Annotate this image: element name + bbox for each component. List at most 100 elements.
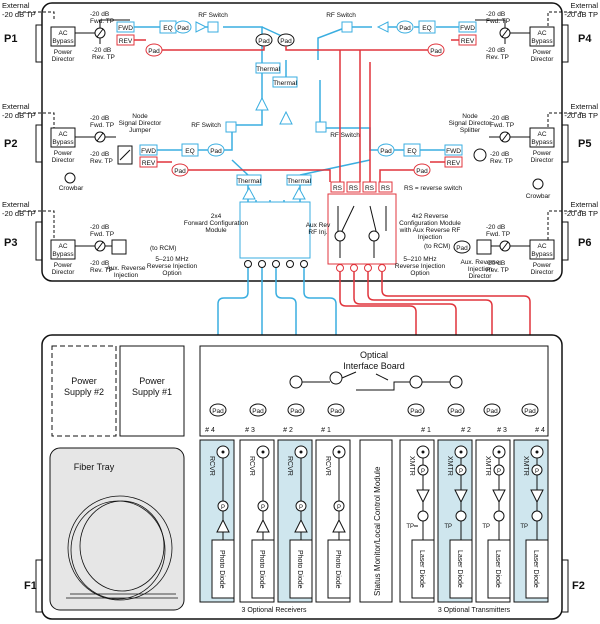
reverse-module-line4: Injection	[418, 234, 443, 241]
status-module-label: Status Monitor/Local Control Module	[373, 466, 382, 596]
eq-p4-label: EQ	[422, 25, 431, 32]
external-tp-p4-line2: -20 dB TP	[564, 10, 598, 19]
rev-injection-right-line1: 5–210 MHz	[403, 256, 436, 263]
fwd-tp-p5-line2: Fwd. TP	[490, 122, 514, 129]
board-pad-rcvr-3-label: Pad	[252, 408, 264, 415]
xmtr-1-diode: Laser Diode	[418, 550, 425, 588]
pad-rev-p4	[427, 43, 445, 57]
optical-housing: F1 F2 Power Supply #2 Power Supply #1 Fi…	[24, 334, 585, 620]
rev-module-internal	[337, 205, 387, 258]
tap-p2-wires	[75, 132, 116, 142]
rev-tp-p4-line2: Rev. TP	[486, 54, 509, 61]
pad-rev-p5	[413, 163, 431, 177]
to-rcm-right: (to RCM)	[424, 243, 450, 250]
pad-fwd-p5-label: Pad	[380, 148, 392, 155]
receiver-module-3: RCVR P Photo Diode	[239, 439, 275, 603]
power-director-p3-line2: Director	[52, 269, 76, 276]
board-pad-xmtr-1-label: Pad	[410, 408, 422, 415]
rev-box-p2-label: REV	[142, 160, 156, 167]
rf-switch-p2	[225, 121, 237, 133]
pad-fwd-p1	[174, 20, 192, 34]
rev-tp-p1-line2: Rev. TP	[92, 54, 115, 61]
fiber-coil-icon	[66, 495, 178, 601]
xmtr-2-diode: Laser Diode	[456, 550, 463, 588]
rf-switch-p1-label: RF Switch	[198, 12, 228, 19]
rev-box-p4-label: REV	[461, 38, 475, 45]
ac-bypass-p3-line2: Bypass	[52, 251, 74, 258]
rcvr-2-diode: Photo Diode	[296, 550, 303, 589]
rs-1-label: RS	[333, 185, 343, 192]
status-monitor-module	[359, 439, 393, 603]
connector-1	[244, 260, 252, 268]
connector-8	[364, 264, 372, 272]
node-jumper-line2: Signal Director	[119, 120, 162, 127]
pad-fwd-p4-label: Pad	[399, 25, 411, 32]
ac-bypass-p6	[529, 239, 555, 260]
external-tp-p1-line2: -20 dB TP	[2, 10, 36, 19]
reverse-module-line2: Configuration Module	[399, 220, 461, 227]
rf-switch-p5-label: RF Switch	[330, 132, 360, 139]
connector-3	[272, 260, 280, 268]
external-tp-p1-line1: External	[2, 1, 30, 10]
xmtr-2-p: P	[459, 469, 463, 475]
pad-center-right-label: Pad	[280, 38, 292, 45]
rs-4	[378, 181, 393, 193]
external-tp-p3-link	[18, 210, 55, 240]
amp-fwd-p1	[195, 21, 208, 33]
xmtr-4-p: P	[535, 469, 539, 475]
forward-wires-down	[231, 60, 371, 200]
aux-injection-p6-line2: Injection	[468, 266, 493, 273]
pad-fwd-p2	[207, 143, 225, 157]
fwd-box-p2-label: FWD	[141, 148, 156, 155]
diplexers: FWD REV FWD REV FWD REV FWD REV	[116, 21, 477, 168]
rcvr-3-num: # 3	[245, 427, 255, 434]
aux-injection-p3-line1: Aux. Reverse	[106, 265, 145, 272]
rev-box-p1-label: REV	[119, 38, 133, 45]
link-xmtr-4	[381, 272, 531, 404]
power-supply-1-line1: Power	[139, 376, 165, 386]
fwd-tp-p4-line1: -20 dB	[486, 11, 505, 18]
board-pad-rcvr-2	[287, 403, 305, 417]
xmtr-3-diode: Laser Diode	[494, 550, 501, 588]
power-supply-2	[51, 345, 117, 437]
aux-injection-p3	[111, 239, 127, 255]
pad-fwd-p1-label: Pad	[177, 25, 189, 32]
external-tp-p1-link	[18, 11, 55, 20]
crowbar-p2-label: Crowbar	[59, 185, 84, 192]
rev-tp-p2-line1: -20 dB	[90, 151, 109, 158]
external-tp-p6-line2: -20 dB TP	[564, 209, 598, 218]
power-director-p2-line2: Director	[52, 157, 76, 164]
receiver-modules: RCVR P Photo Diode RCVR P Photo Diode	[199, 439, 351, 603]
optical-board-line2: Interface Board	[343, 361, 405, 371]
pad-rev-p1-label: Pad	[148, 48, 160, 55]
board-pads: Pad Pad Pad Pad Pad Pad Pad Pad	[209, 403, 539, 417]
optical-board-switches	[289, 371, 463, 391]
rev-tp-p5-line1: -20 dB	[490, 151, 509, 158]
aux-rev-rf-inj-line1: Aux Rev	[306, 222, 331, 229]
ac-bypass-p2-line2: Bypass	[52, 139, 74, 146]
power-director-p5-line2: Director	[531, 157, 555, 164]
xmtr-3-type: XMTR	[484, 456, 491, 476]
crowbar-p2-icon	[64, 172, 76, 184]
forward-module-line3: Module	[205, 227, 227, 234]
pad-fwd-p5	[377, 143, 395, 157]
board-pad-rcvr-4	[209, 403, 227, 417]
connector-2	[258, 260, 266, 268]
rcvr-2-type: RCVR	[286, 456, 293, 476]
housing-connectors	[244, 260, 386, 272]
fwd-tp-p6-line2: Fwd. TP	[486, 231, 510, 238]
reverse-components: Pad Pad Pad Pad RS RS RS RS RS = reverse…	[145, 43, 462, 265]
port-p1-label: P1	[4, 33, 17, 45]
link-rcvr-4	[217, 268, 249, 404]
amp-center-2	[279, 110, 293, 125]
aux-rev-rf-inj-line2: RF Inj.	[308, 229, 327, 236]
xmtr-4-num: # 4	[535, 427, 545, 434]
board-pad-rcvr-4-label: Pad	[212, 408, 224, 415]
thermal-3	[236, 174, 262, 186]
rcvr-2-num: # 2	[283, 427, 293, 434]
power-supply-1-line2: Supply #1	[132, 387, 172, 397]
aux-injection-p6-line1: Aux. Reverse	[460, 259, 499, 266]
power-supply-2-line1: Power	[71, 376, 97, 386]
forward-components: EQ Pad RF Switch Pad Pad RF Switch Pad E…	[159, 12, 436, 259]
tap-p1-wires	[75, 19, 130, 44]
